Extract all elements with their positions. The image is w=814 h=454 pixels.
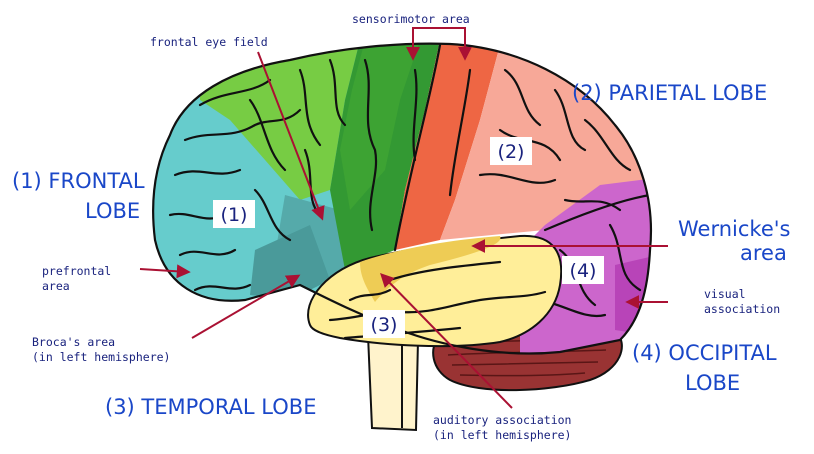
svg-text:(1): (1): [221, 204, 248, 226]
visual-association-label-line2: association: [704, 302, 780, 316]
broca-label-line1: Broca's area: [32, 335, 115, 349]
svg-text:(4): (4): [570, 260, 597, 282]
broca-label-line2: (in left hemisphere): [32, 350, 170, 364]
temporal-lobe-label: (3) TEMPORAL LOBE: [105, 395, 316, 419]
occipital-lobe-label-line1: (4) OCCIPITAL: [632, 341, 777, 365]
prefrontal-label-line2: area: [42, 279, 70, 293]
sensorimotor-label: sensorimotor area: [352, 12, 470, 26]
visual-association-region: [615, 250, 680, 340]
svg-text:(2): (2): [498, 141, 525, 163]
visual-association-label-line1: visual: [704, 287, 746, 301]
frontal-eye-field-label: frontal eye field: [150, 35, 268, 49]
auditory-association-label-line1: auditory association: [433, 413, 571, 427]
parietal-lobe-label: (2) PARIETAL LOBE: [572, 81, 767, 105]
svg-text:(3): (3): [371, 314, 398, 336]
prefrontal-label-line1: prefrontal: [42, 264, 111, 278]
frontal-lobe-label-line1: (1) FRONTAL: [12, 169, 145, 193]
region-number-temporal: (3): [363, 310, 405, 338]
auditory-association-label-line2: (in left hemisphere): [433, 428, 571, 442]
sensorimotor-bracket: [413, 28, 465, 35]
region-number-parietal: (2): [490, 137, 532, 165]
region-number-occipital: (4): [562, 256, 604, 284]
wernicke-label-line1: Wernicke's: [678, 217, 790, 241]
frontal-lobe-label-line2: LOBE: [85, 199, 140, 223]
occipital-lobe-label-line2: LOBE: [685, 371, 740, 395]
wernicke-label-line2: area: [740, 241, 787, 265]
brainstem: [368, 335, 418, 430]
region-number-frontal: (1): [213, 200, 255, 228]
